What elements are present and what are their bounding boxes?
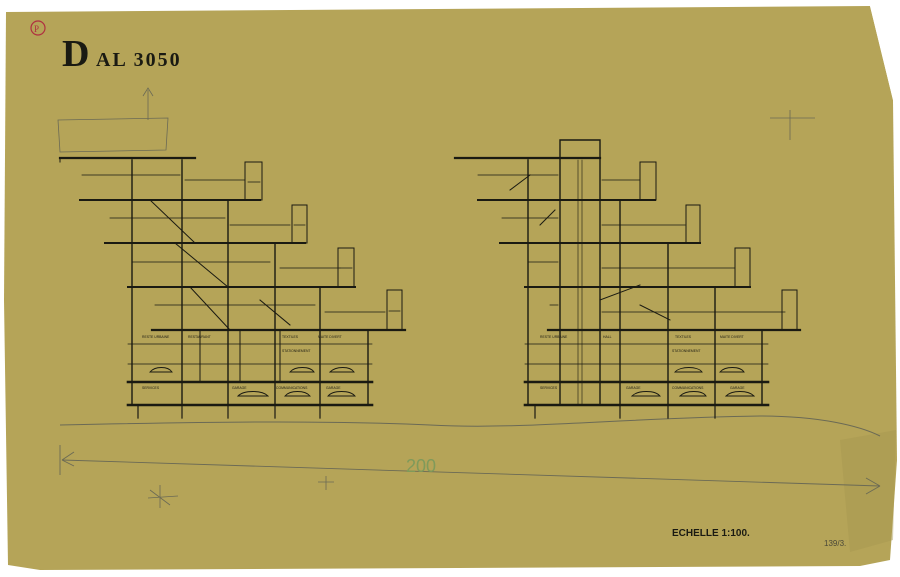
left-label-garage-1: GARAGE	[232, 386, 247, 390]
right-label-reste-urbaine: RESTE URBAINE	[540, 335, 568, 339]
right-label-services: SERVICES	[540, 386, 558, 390]
left-label-stationnement: STATIONNEMENT	[282, 349, 311, 353]
right-label-communications: COMMUNICATIONS	[672, 386, 704, 390]
left-label-communications: COMMUNICATIONS	[276, 386, 308, 390]
left-label-restaurant: RESTAURANT	[188, 335, 211, 339]
scale-note: ECHELLE 1:100.	[672, 528, 750, 539]
left-label-textiles: TEXTILES	[282, 335, 299, 339]
torn-corner	[870, 0, 900, 170]
left-label-garage-2: GARAGE	[326, 386, 341, 390]
right-building-section	[453, 139, 802, 419]
dimension-line	[59, 445, 881, 495]
stamp-mark: P	[30, 20, 46, 36]
left-room-labels: RESTE URBAINE RESTAURANT TEXTILES MAITE …	[142, 335, 342, 390]
pencil-sketch-marks	[57, 87, 815, 508]
left-label-reste-urbaine: RESTE URBAINE	[142, 335, 170, 339]
left-building-section	[58, 156, 407, 419]
right-label-hall: HALL	[603, 335, 612, 339]
inventory-number: 139/3.	[824, 539, 846, 548]
tracing-paper	[4, 6, 897, 570]
svg-text:P: P	[34, 24, 39, 34]
drawing-title: D AL 3050	[62, 33, 182, 75]
title-rest: AL 3050	[96, 49, 182, 71]
title-initial: D	[62, 33, 89, 75]
right-label-stationnement: STATIONNEMENT	[672, 349, 701, 353]
right-label-textiles: TEXTILES	[675, 335, 692, 339]
left-label-maite-divert: MAITE DIVERT	[318, 335, 342, 339]
dimension-label: 200	[406, 456, 436, 476]
ground-line	[59, 415, 881, 437]
right-label-garage-1: GARAGE	[626, 386, 641, 390]
right-label-garage-2: GARAGE	[730, 386, 745, 390]
right-label-maite-divert: MAITE DIVERT	[720, 335, 744, 339]
left-label-services: SERVICES	[142, 386, 160, 390]
paper-stain	[840, 430, 896, 552]
right-room-labels: RESTE URBAINE HALL TEXTILES MAITE DIVERT…	[540, 335, 745, 390]
